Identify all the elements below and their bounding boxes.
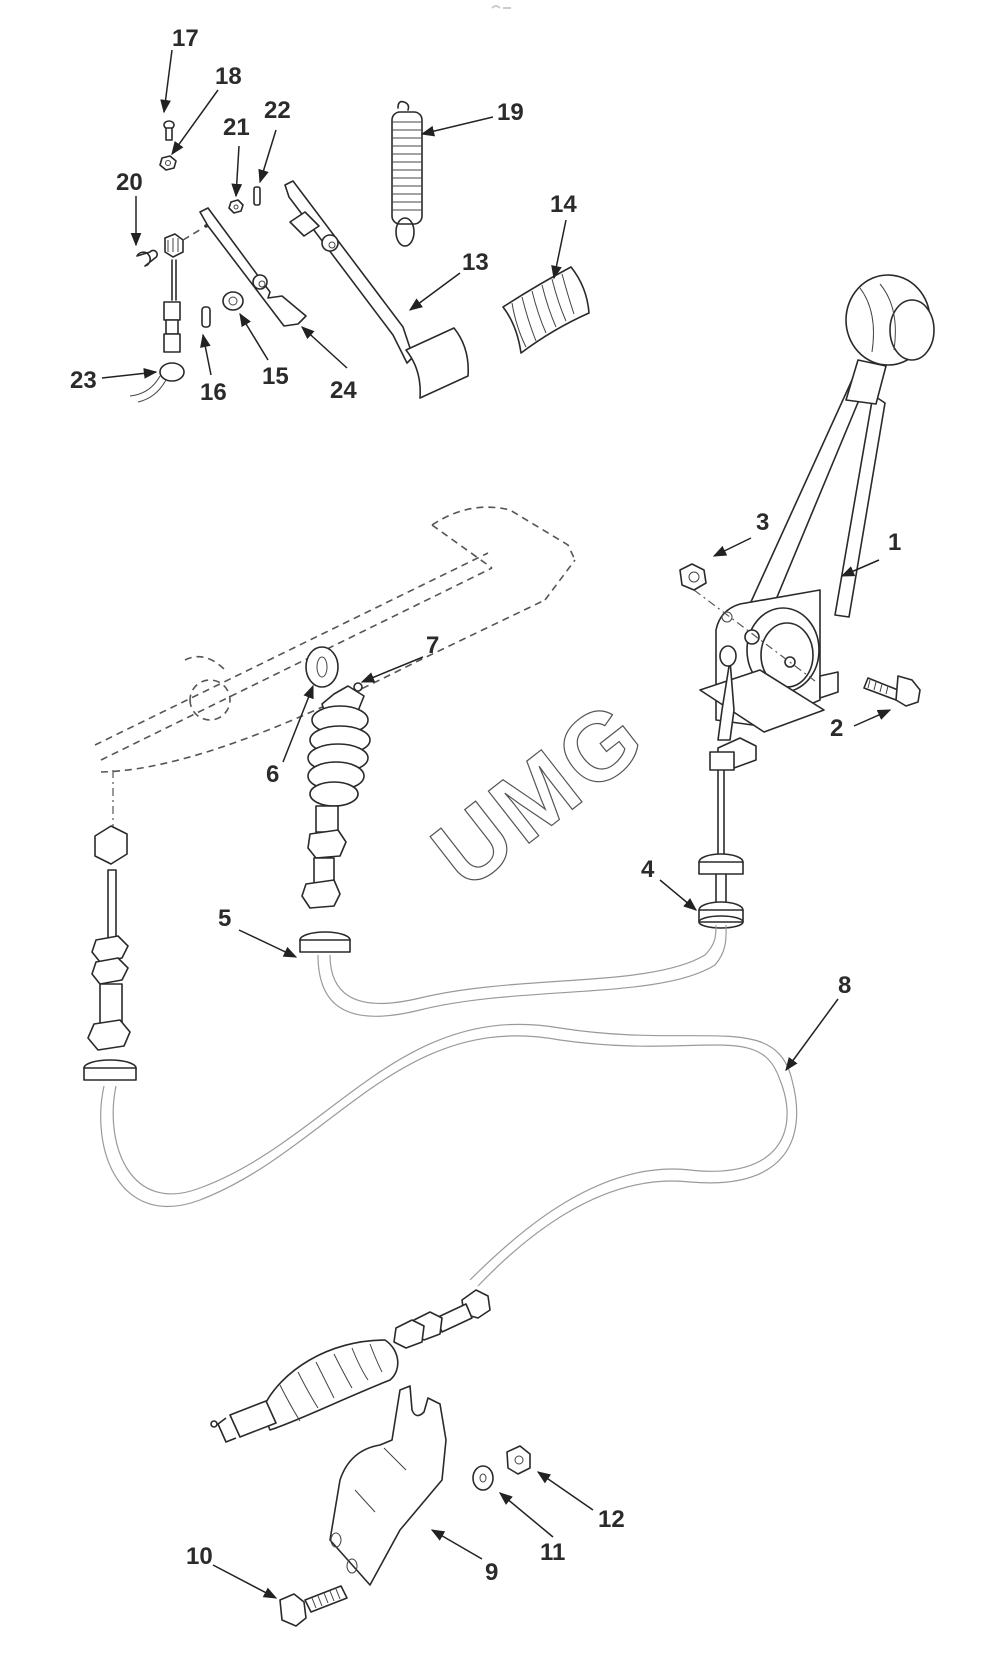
hex-nut-3-part — [679, 563, 707, 591]
assembly-axis-line — [693, 589, 816, 682]
washer-6-part — [305, 646, 339, 688]
callout-23: 23 — [70, 367, 97, 394]
screw-17-part — [163, 120, 175, 141]
bolt-10-part — [279, 1585, 348, 1627]
lever-cable-end-part — [698, 751, 744, 909]
callout-18: 18 — [215, 63, 242, 90]
callout-14: 14 — [550, 191, 577, 218]
cable-bracket-9-part — [329, 1385, 447, 1586]
brake-pedal-13-part — [284, 180, 470, 399]
scan-mark — [491, 5, 511, 9]
callout-12: 12 — [598, 1506, 625, 1533]
callout-10: 10 — [186, 1543, 213, 1570]
grommet-4-part — [698, 901, 744, 929]
callout-8: 8 — [838, 972, 851, 999]
cable-path-a — [317, 924, 727, 1017]
pin-22-part — [253, 186, 261, 206]
roll-pin-16-part — [201, 306, 211, 328]
watermark-text: UMG — [413, 679, 665, 909]
callout-17: 17 — [172, 25, 199, 52]
callout-21: 21 — [223, 114, 250, 141]
callout-4: 4 — [641, 856, 655, 883]
bottom-cable-boot-part — [210, 1289, 491, 1443]
hex-nut-12-part — [506, 1445, 531, 1475]
cable-end-23-part — [129, 227, 204, 403]
callout-9: 9 — [485, 1559, 498, 1586]
washer-11-part — [472, 1465, 494, 1491]
nut-21-part — [228, 199, 244, 214]
callout-15: 15 — [262, 363, 289, 390]
callout-7: 7 — [426, 632, 439, 659]
callout-11: 11 — [540, 1539, 565, 1566]
brake-cable-8-part — [100, 1035, 788, 1281]
phantom-pedal-outline — [94, 506, 576, 773]
callout-labels: 1 2 3 4 5 6 7 8 9 10 11 12 13 14 15 16 1… — [70, 25, 901, 1586]
nut-18-part — [159, 155, 177, 171]
bushing-15-part — [222, 291, 244, 311]
bolt-2-part — [863, 675, 921, 707]
clevis-pin-20-part — [136, 249, 158, 267]
callout-5: 5 — [218, 905, 231, 932]
left-cable-end-part — [83, 770, 137, 1081]
callout-1: 1 — [888, 529, 901, 556]
callout-20: 20 — [116, 169, 143, 196]
callout-6: 6 — [266, 761, 279, 788]
callout-16: 16 — [200, 379, 227, 406]
callout-22: 22 — [264, 97, 291, 124]
cotter-pin-7-part — [353, 682, 363, 692]
callout-2: 2 — [830, 715, 843, 742]
callout-3: 3 — [756, 509, 769, 536]
cable-boot-5-part — [299, 682, 371, 953]
pedal-arm-24-part — [199, 207, 307, 327]
cable-path-a-inner — [329, 924, 717, 1004]
callout-19: 19 — [497, 99, 524, 126]
pedal-pad-14-part — [502, 266, 590, 354]
callout-13: 13 — [462, 249, 489, 276]
callout-24: 24 — [330, 377, 357, 404]
parking-lever-1-part — [699, 274, 935, 769]
spring-19-part — [391, 100, 423, 247]
leader-lines — [101, 49, 892, 1599]
